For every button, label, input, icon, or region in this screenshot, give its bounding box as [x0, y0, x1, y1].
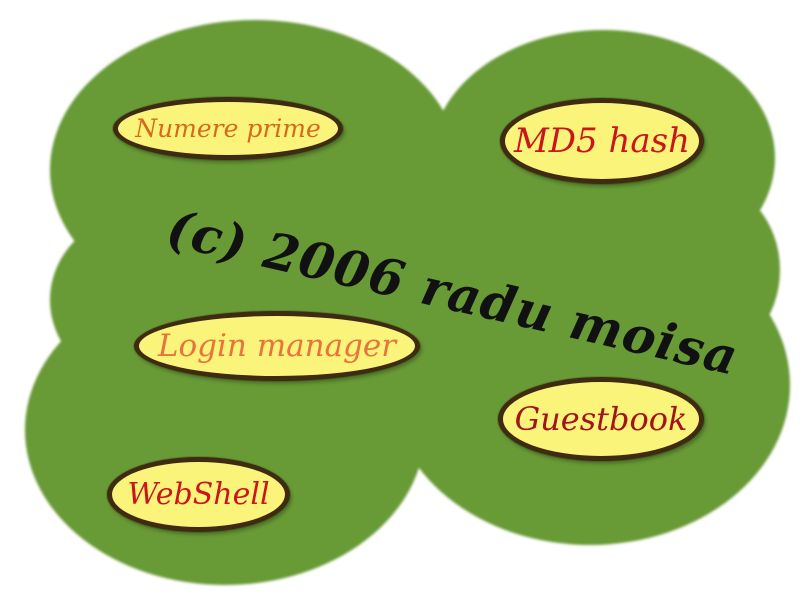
md5-hash-label: MD5 hash: [513, 121, 691, 161]
guestbook-label: Guestbook: [514, 400, 688, 438]
numere-prime-label: Numere prime: [135, 114, 321, 143]
login-manager-label: Login manager: [157, 327, 397, 364]
guestbook-link[interactable]: Guestbook: [498, 377, 704, 461]
md5-hash-link[interactable]: MD5 hash: [500, 98, 704, 184]
login-manager-link[interactable]: Login manager: [134, 311, 420, 381]
webshell-label: WebShell: [127, 476, 270, 512]
webshell-link[interactable]: WebShell: [107, 457, 290, 532]
numere-prime-link[interactable]: Numere prime: [113, 97, 343, 160]
